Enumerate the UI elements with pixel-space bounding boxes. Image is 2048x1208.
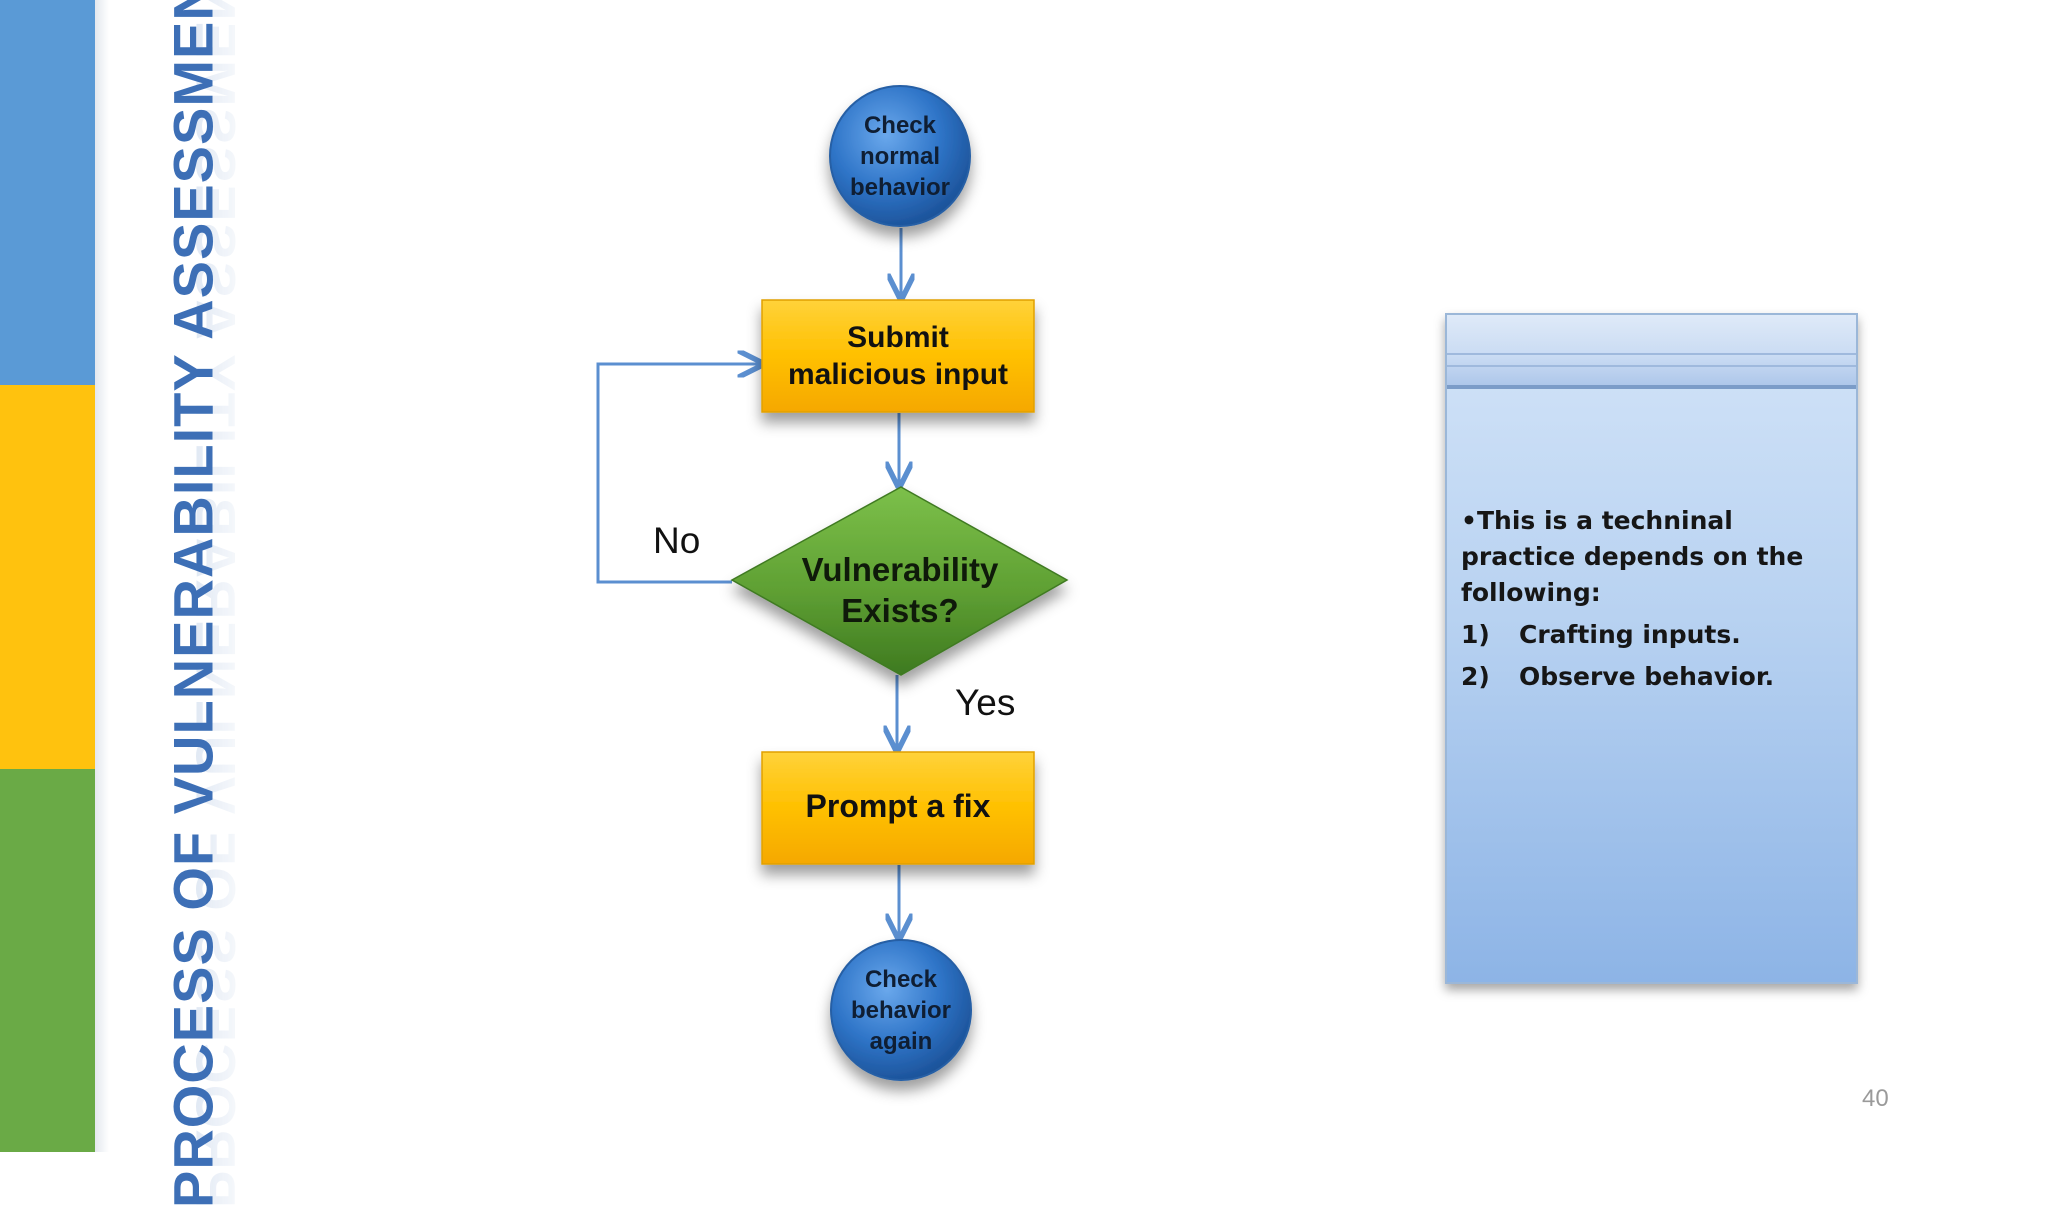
panel-list-item: 2) Observe behavior.	[1461, 659, 1846, 695]
flowchart	[596, 85, 1069, 1081]
green-stripe	[0, 769, 95, 1152]
stripe-edge	[95, 0, 109, 1152]
start-circle	[829, 85, 971, 227]
fix-rect	[761, 751, 1035, 865]
start-node-label: Check normal behavior	[849, 111, 951, 201]
submit-rect	[761, 299, 1035, 413]
decision-diamond	[730, 486, 1069, 676]
edge-decision-submit-no	[596, 364, 762, 584]
end-node-label: Check behavior again	[850, 965, 952, 1055]
panel-item-number: 2)	[1461, 662, 1490, 691]
panel-header-line	[1447, 365, 1856, 367]
panel-header-band	[1447, 315, 1856, 389]
no-label: No	[653, 520, 701, 561]
panel-item-text: Observe behavior.	[1519, 662, 1775, 691]
panel-body: •This is a techninal practice depends on…	[1461, 503, 1846, 695]
fix-node-label: Prompt a fix	[805, 787, 991, 824]
decision-node-label: Vulnerability Exists?	[801, 551, 999, 629]
yes-label: Yes	[955, 682, 1016, 723]
info-panel: •This is a techninal practice depends on…	[1445, 313, 1858, 984]
blue-stripe	[0, 0, 95, 385]
yellow-stripe	[0, 385, 95, 769]
panel-list-item: 1) Crafting inputs.	[1461, 617, 1846, 653]
panel-intro: •This is a techninal practice depends on…	[1461, 506, 1804, 607]
submit-node-label: Submit malicious input	[787, 321, 1009, 391]
panel-item-text: Crafting inputs.	[1519, 620, 1741, 649]
panel-item-number: 1)	[1461, 620, 1490, 649]
end-circle	[830, 939, 972, 1081]
panel-header-line	[1447, 353, 1856, 355]
page-number: 40	[1862, 1085, 1889, 1112]
